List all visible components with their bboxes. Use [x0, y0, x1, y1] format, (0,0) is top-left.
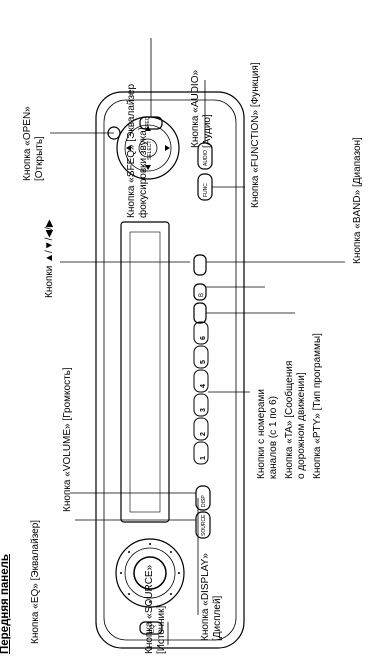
volume-dots [120, 543, 180, 603]
ch-num-3: 3 [200, 408, 207, 412]
faceplate-outer [95, 91, 245, 649]
audio-label: Кнопка «AUDIO»[Аудио] [190, 69, 213, 148]
ch-num-2: 2 [200, 432, 207, 436]
volume-knob-outer [115, 538, 185, 608]
volume-knob-center [133, 556, 167, 590]
display-label: Кнопка «DISPLAY»[Дисплей] [200, 553, 223, 641]
display-screen [129, 231, 161, 513]
audio-btn-text: AUDIO [203, 150, 209, 166]
band-btn-text: B [199, 292, 205, 297]
source-btn-text: SOURCE [201, 514, 207, 536]
eq-label: Кнопка «EQ» [Эквалайзер] [30, 519, 41, 644]
select-center [138, 138, 158, 158]
ch-num-6: 6 [200, 336, 207, 340]
ta-button [193, 254, 207, 276]
eq-button [139, 621, 163, 635]
volume-label: Кнопка «VOLUME» [Громкость] [62, 367, 73, 512]
multi-control-ring [124, 124, 172, 172]
disp-btn-text: DISP [201, 495, 207, 507]
channel-buttons [193, 321, 209, 465]
arrows-label: Кнопки ▲/▼/◀/▶ [44, 219, 55, 298]
source-label: Кнопка «SOURCE»[Источник] [144, 564, 167, 654]
band-button [193, 283, 207, 301]
ch-num-1: 1 [200, 456, 207, 460]
function-label: Кнопка «FUNCTION» [Функция] [250, 62, 261, 208]
func-btn-text: FUNC [203, 183, 209, 197]
disp-button [195, 485, 211, 511]
pty-button [193, 302, 207, 324]
ch-num-5: 5 [200, 360, 207, 364]
band-label: Кнопка «BAND» [Диапазон] [352, 137, 363, 264]
section-title: Передняя панель [0, 553, 11, 654]
open-label: Кнопка «OPEN»[Открыть] [22, 106, 45, 181]
display-window [120, 221, 170, 523]
faceplate-inner [103, 99, 237, 641]
volume-knob-ring [124, 547, 176, 599]
leader-lines [50, 38, 345, 645]
ch-num-4: 4 [200, 384, 207, 388]
pty-label: Кнопка «PTY» [Тип программы] [312, 333, 323, 479]
arrow-marks [126, 126, 170, 170]
source-button [195, 511, 211, 539]
